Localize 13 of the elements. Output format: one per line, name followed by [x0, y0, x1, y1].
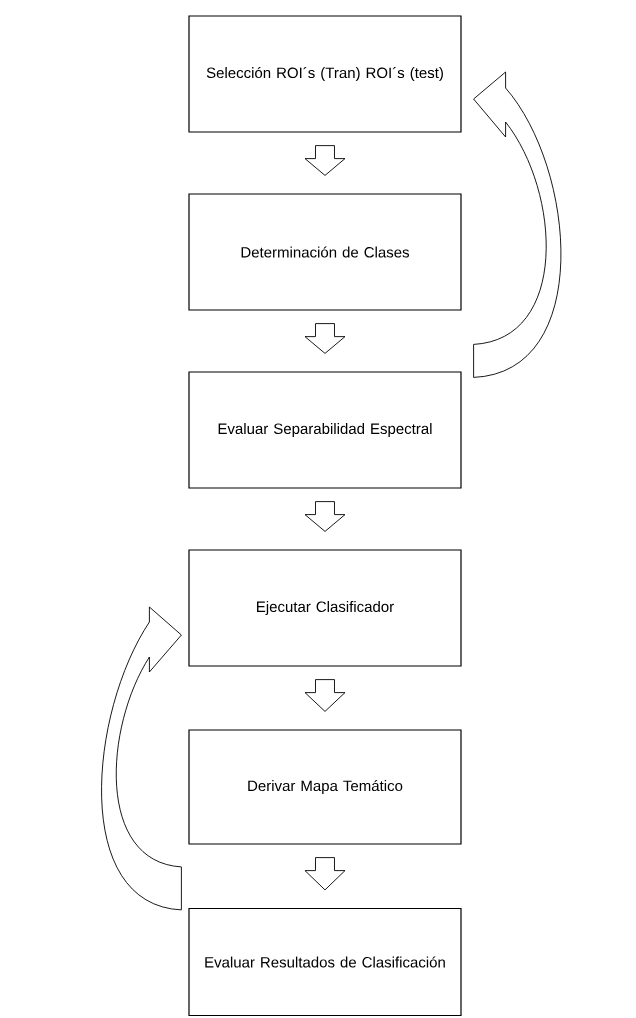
process-box: Selección ROI´s (Tran) ROI´s (test)	[188, 15, 462, 133]
block-arrow	[304, 679, 346, 712]
process-box: Derivar Mapa Temático	[188, 729, 462, 845]
process-box: Determinación de Clases	[188, 193, 462, 311]
block-arrow	[101, 606, 182, 911]
block-arrow	[473, 71, 562, 378]
block-arrow	[304, 323, 346, 354]
block-arrow	[304, 145, 346, 176]
process-box: Evaluar Resultados de Clasificación	[188, 907, 462, 1017]
process-box: Ejecutar Clasificador	[188, 549, 462, 667]
block-arrow	[304, 501, 346, 532]
process-box: Evaluar Separabilidad Espectral	[188, 371, 462, 489]
block-arrow	[304, 857, 346, 891]
